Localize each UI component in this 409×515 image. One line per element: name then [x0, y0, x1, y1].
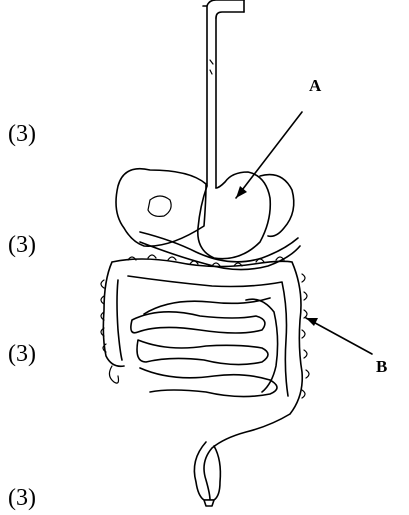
- rectum: [194, 442, 220, 500]
- gall-bladder: [148, 196, 171, 216]
- mark-3: (3): [8, 342, 36, 366]
- mark-4: (3): [8, 486, 36, 510]
- pointer-b-line: [306, 318, 372, 354]
- pointer-a-line: [236, 112, 302, 198]
- mark-1: (3): [8, 122, 36, 146]
- mark-2: (3): [8, 233, 36, 257]
- large-intestine: [103, 259, 302, 500]
- oesophagus: [203, 0, 244, 188]
- small-intestine: [131, 298, 278, 397]
- appendix: [109, 366, 118, 383]
- pointer-a-arrowhead: [236, 186, 247, 198]
- pointer-b-arrowhead: [306, 318, 318, 326]
- stomach: [198, 172, 270, 259]
- liver: [116, 169, 206, 246]
- label-a: A: [309, 77, 321, 94]
- anus: [204, 500, 214, 506]
- label-b: B: [376, 358, 387, 375]
- pancreas: [140, 232, 300, 270]
